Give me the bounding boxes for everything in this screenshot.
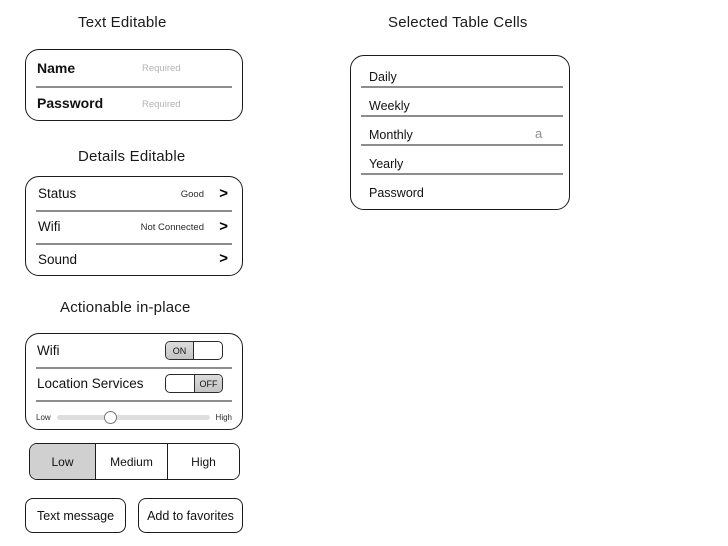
level-segmented-control: Low Medium High [29,443,240,480]
details-row-status[interactable]: Status Good > [26,177,242,210]
selected-table-cells-title: Selected Table Cells [388,14,528,31]
status-value: Good [180,189,204,200]
selected-table-cells-card: Daily Weekly Monthly a Yearly Password [350,55,570,210]
text-field-row-password[interactable]: Password Required [26,86,242,120]
table-row[interactable]: Password [369,183,424,203]
wifi-toggle-label: Wifi [37,343,60,358]
text-editable-separator-1 [36,86,232,88]
sound-label: Sound [38,251,78,267]
table-row-badge-monthly: a [535,126,543,141]
table-row-label-password: Password [369,186,424,200]
details-row-wifi[interactable]: Wifi Not Connected > [26,210,242,243]
wifi-label: Wifi [38,219,61,234]
text-editable-title: Text Editable [78,14,167,31]
details-separator-1 [36,210,232,212]
toggle-row-wifi: Wifi ON [26,334,242,367]
location-services-toggle[interactable]: OFF [165,374,223,393]
table-row-label-yearly: Yearly [369,157,404,171]
password-field-placeholder: Required [142,99,181,110]
status-label: Status [38,186,77,201]
details-editable-card: Status Good > Wifi Not Connected > Sound… [25,176,243,276]
table-separator-4 [361,173,563,175]
table-row-label-monthly: Monthly [369,128,413,142]
actionable-in-place-card: Wifi ON Location Services OFF Low High [25,333,243,430]
text-message-button[interactable]: Text message [25,498,126,533]
segment-high[interactable]: High [168,444,239,479]
actionable-in-place-title: Actionable in-place [60,299,191,316]
details-row-sound[interactable]: Sound > [26,243,242,275]
slider-knob[interactable] [103,410,117,424]
password-field-label: Password [37,95,104,111]
wifi-value: Not Connected [140,222,204,233]
details-separator-2 [36,243,232,245]
table-row-label-daily: Daily [369,70,397,84]
actionable-separator-1 [36,367,232,369]
table-row[interactable]: Daily [369,67,397,87]
actionable-separator-2 [36,400,232,402]
name-field-placeholder: Required [142,63,181,74]
location-services-toggle-label: Location Services [37,376,144,391]
toggle-row-location-services: Location Services OFF [26,367,242,400]
wifi-toggle[interactable]: ON [165,341,223,360]
add-to-favorites-button[interactable]: Add to favorites [138,498,243,533]
table-row-label-weekly: Weekly [369,99,410,113]
wifi-toggle-state: ON [166,342,194,359]
location-services-toggle-state: OFF [194,375,222,392]
table-separator-3 [361,144,563,146]
name-field-label: Name [37,60,76,76]
table-row[interactable]: Weekly [369,96,410,116]
slider-track[interactable] [56,410,210,424]
intensity-slider[interactable]: Low High [36,406,232,428]
text-field-row-name[interactable]: Name Required [26,50,242,86]
table-separator-2 [361,115,563,117]
table-row[interactable]: Monthly a [369,125,554,145]
table-row[interactable]: Yearly [369,154,403,174]
details-editable-title: Details Editable [78,148,186,165]
text-editable-card: Name Required Password Required [25,49,243,121]
segment-medium[interactable]: Medium [96,444,168,479]
chevron-right-icon[interactable]: > [219,185,228,202]
table-separator-1 [361,86,563,88]
slider-min-label: Low [36,412,51,422]
slider-max-label: High [215,412,232,422]
segment-low[interactable]: Low [30,444,96,479]
chevron-right-icon[interactable]: > [219,250,228,267]
chevron-right-icon[interactable]: > [219,218,228,235]
